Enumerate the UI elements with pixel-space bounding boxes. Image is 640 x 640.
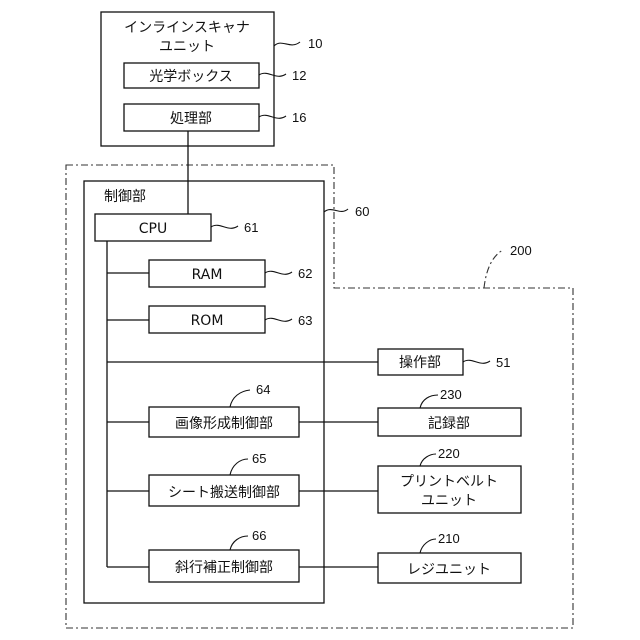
sheet-ctrl-label: シート搬送制御部 <box>168 485 280 501</box>
operation-ref: 51 <box>496 355 510 370</box>
recording-label: 記録部 <box>428 415 470 432</box>
skew-ctrl-leader <box>230 536 248 550</box>
controller-title: 制御部 <box>104 189 146 205</box>
resist-ref: 210 <box>438 531 460 546</box>
ram-leader <box>265 271 292 274</box>
controller-leader <box>324 209 348 212</box>
scanner-leader <box>274 42 300 46</box>
optical-box-label: 光学ボックス <box>149 69 233 85</box>
cpu-ref: 61 <box>244 220 258 235</box>
operation-label: 操作部 <box>399 355 441 371</box>
controller-box <box>84 181 324 603</box>
scanner-ref: 10 <box>308 36 322 51</box>
operation-leader <box>463 360 490 363</box>
skew-ctrl-label: 斜行補正制御部 <box>175 560 273 576</box>
resist-label: レジユニット <box>407 562 491 578</box>
ram-label: RAM <box>192 267 223 283</box>
rom-ref: 63 <box>298 313 312 328</box>
belt-label-line1: プリントベルト <box>400 474 498 490</box>
controller-ref: 60 <box>355 204 369 219</box>
apparatus-leader <box>484 250 503 288</box>
scanner-title-line1: インラインスキャナ <box>124 20 250 36</box>
sheet-ctrl-leader <box>230 459 248 475</box>
recording-ref: 230 <box>440 387 462 402</box>
recording-leader <box>420 395 438 408</box>
processing-ref: 16 <box>292 110 306 125</box>
resist-leader <box>420 539 436 553</box>
image-ctrl-ref: 64 <box>256 382 270 397</box>
image-ctrl-label: 画像形成制御部 <box>175 416 273 432</box>
belt-ref: 220 <box>438 446 460 461</box>
processing-label: 処理部 <box>170 111 212 127</box>
scanner-title-line2: ユニット <box>159 39 215 55</box>
optical-box-ref: 12 <box>292 68 306 83</box>
belt-leader <box>420 454 436 466</box>
image-ctrl-leader <box>230 390 250 407</box>
ram-ref: 62 <box>298 266 312 281</box>
skew-ctrl-ref: 66 <box>252 528 266 543</box>
cpu-leader <box>211 225 238 228</box>
rom-label: ROM <box>191 313 224 329</box>
rom-leader <box>265 318 292 321</box>
cpu-label: CPU <box>139 221 167 237</box>
sheet-ctrl-ref: 65 <box>252 451 266 466</box>
apparatus-ref: 200 <box>510 243 532 258</box>
belt-label-line2: ユニット <box>421 493 477 509</box>
